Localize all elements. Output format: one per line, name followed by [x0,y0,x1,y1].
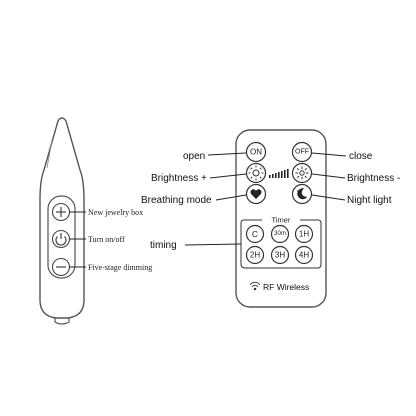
timer-title: Timer [272,216,291,225]
callouts: open close Brightness + Brightness - Bre… [141,151,400,251]
star-dot [297,190,299,192]
power-icon [55,233,67,246]
stick-ridge [46,139,53,169]
timer-button-c[interactable]: C [245,224,265,244]
timer-button-4h[interactable]: 4H [294,245,314,265]
minus-button[interactable] [51,257,71,277]
off-button-label: OFF [295,149,309,156]
callout-brightness-plus: Brightness + [151,173,207,184]
callout-line-night-light [311,194,346,201]
callout-line-close [311,152,347,157]
stick-remote: New jewelry box Turn on/off Five-stage d… [39,117,152,325]
night-light-button[interactable] [291,183,313,205]
rf-wireless-label: RF Wireless [263,282,309,292]
timer-button-2h-label: 2H [250,251,260,260]
off-button[interactable]: OFF [291,141,313,163]
wifi-icon [249,281,261,291]
brightness-up-button[interactable] [245,162,267,184]
timer-group: Timer C 30m 1H 2H 3H [240,216,322,269]
brightness-level-bars [269,169,289,178]
callout-breathing-mode: Breathing mode [141,195,212,206]
timer-button-30m-label: 30m [274,231,286,237]
timer-button-3h-label: 3H [275,251,285,260]
brightness-down-button[interactable] [291,162,313,184]
rf-remote: ON OFF [235,129,327,308]
heart-icon [250,189,262,199]
callout-timing: timing [150,240,177,251]
callout-night-light: Night light [347,195,392,206]
callout-line-timing [184,243,242,246]
timer-button-2h[interactable]: 2H [245,245,265,265]
callout-line-brightness-minus [311,173,346,179]
timer-frame [240,219,322,269]
timer-button-1h-label: 1H [299,230,309,239]
on-button[interactable]: ON [245,141,267,163]
timer-button-1h[interactable]: 1H [294,224,314,244]
stick-label-new-jewelry-box: New jewelry box [88,208,143,217]
rf-brand: RF Wireless [249,281,309,292]
moon-icon [297,188,308,200]
stick-label-turn-on-off: Turn on/off [88,235,125,244]
timer-button-3h[interactable]: 3H [270,245,290,265]
callout-line-brightness-plus [209,173,247,179]
stick-label-five-stage-dimming: Five-stage dimming [88,263,152,272]
sun-icon [248,165,264,181]
callout-line-breathing [215,194,247,201]
stick-cable-end [54,318,70,325]
snowflake-dim-icon [295,166,309,180]
callout-close: close [349,151,373,162]
power-button[interactable] [51,229,71,249]
breathing-mode-button[interactable] [245,183,267,205]
timer-button-c-label: C [252,229,258,239]
plus-button[interactable] [51,202,71,222]
on-button-label: ON [250,148,262,157]
timer-button-4h-label: 4H [299,251,309,260]
plus-icon [56,207,66,217]
callout-brightness-minus: Brightness - [347,173,400,184]
callout-line-open [207,152,247,156]
callout-open: open [183,151,205,162]
timer-button-30m[interactable]: 30m [270,224,290,244]
